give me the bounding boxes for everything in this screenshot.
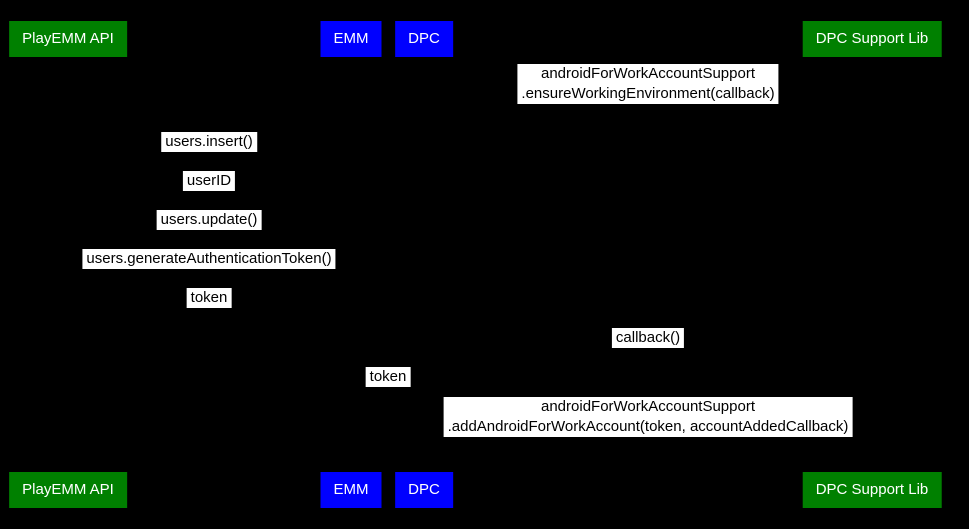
actor-bottom-dpc-support-lib: DPC Support Lib [802, 472, 942, 508]
lifeline-playemm-api [68, 57, 69, 472]
lifeline-dpc-support-lib [872, 57, 873, 472]
message-line: token [190, 289, 228, 306]
actor-top-emm: EMM [320, 21, 382, 57]
message-line: token [369, 368, 407, 385]
message-line: .addAndroidForWorkAccount(token, account… [447, 418, 849, 435]
actor-top-playemm-api: PlayEMM API [9, 21, 127, 57]
message-callback: callback() [611, 328, 685, 348]
message-line: userID [186, 172, 232, 189]
message-line: .ensureWorkingEnvironment(callback) [521, 85, 775, 102]
actor-top-dpc-support-lib: DPC Support Lib [802, 21, 942, 57]
message-generate-authentication-token: users.generateAuthenticationToken() [82, 249, 336, 269]
message-ensure-working-environment: androidForWorkAccountSupport .ensureWork… [517, 64, 779, 104]
lifeline-emm [351, 57, 352, 472]
lifeline-dpc [424, 57, 425, 472]
message-line: users.insert() [165, 133, 253, 150]
message-line: androidForWorkAccountSupport [540, 65, 755, 82]
actor-bottom-playemm-api: PlayEMM API [9, 472, 127, 508]
message-user-id: userID [182, 171, 236, 191]
message-add-android-for-work-account: androidForWorkAccountSupport .addAndroid… [443, 397, 853, 437]
message-users-update: users.update() [156, 210, 262, 230]
message-token-to-dpc: token [365, 367, 411, 387]
actor-bottom-emm: EMM [320, 472, 382, 508]
message-line: users.update() [160, 211, 258, 228]
message-users-insert: users.insert() [161, 132, 257, 152]
message-line: callback() [615, 329, 681, 346]
actor-top-dpc: DPC [395, 21, 453, 57]
message-token-to-emm: token [186, 288, 232, 308]
message-line: users.generateAuthenticationToken() [86, 250, 332, 267]
actor-bottom-dpc: DPC [395, 472, 453, 508]
message-line: androidForWorkAccountSupport [541, 398, 755, 415]
